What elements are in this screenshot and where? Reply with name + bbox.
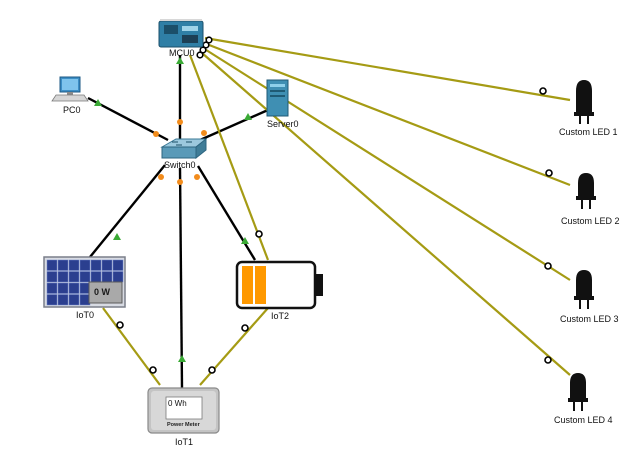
battery-device[interactable]: IoT2 [235, 260, 323, 321]
link-pending-dot [194, 174, 200, 180]
battery-label: IoT2 [271, 311, 289, 321]
solar-panel-device[interactable]: 0 W IoT0 [43, 256, 126, 320]
solar-cell [68, 259, 80, 271]
cable-mcu-led2[interactable] [203, 41, 571, 187]
pc-device[interactable]: PC0 [51, 76, 89, 115]
solar-cell [46, 259, 58, 271]
cable-mcu-led4[interactable] [201, 52, 571, 376]
connector-ring [149, 366, 157, 374]
link-pending-dot [201, 130, 207, 136]
switch-device[interactable]: Switch0 [160, 137, 208, 170]
led-1[interactable]: Custom LED 1 [559, 80, 618, 137]
connector-ring [544, 262, 552, 270]
connector-ring [208, 366, 216, 374]
solar-cell [68, 271, 80, 283]
connector-ring [539, 87, 547, 95]
server-label: Server0 [267, 119, 299, 129]
link-switch-iot1[interactable] [178, 167, 184, 389]
solar-cell [57, 294, 69, 306]
connector-ring [241, 324, 249, 332]
led-4[interactable]: Custom LED 4 [554, 373, 613, 425]
mcu-label: MCU0 [169, 48, 195, 58]
solar-cell [101, 271, 113, 283]
solar-cell-grid [46, 259, 124, 306]
connector-ring [196, 51, 204, 59]
connector-ring [545, 169, 553, 177]
connector-ring [255, 230, 263, 238]
meter-reading: 0 Wh [168, 399, 187, 408]
switch-label: Switch0 [164, 160, 196, 170]
solar-cell [57, 271, 69, 283]
solar-cell [112, 259, 124, 271]
pc-label: PC0 [63, 105, 81, 115]
connector-ring [116, 321, 124, 329]
meter-brand: Power Meter [167, 422, 201, 428]
solar-cell [79, 271, 91, 283]
led-3-label: Custom LED 3 [560, 314, 619, 324]
solar-label: IoT0 [76, 310, 94, 320]
server-device[interactable]: Server0 [266, 79, 299, 129]
iot-cables [102, 36, 571, 386]
cable-mcu-iot2[interactable] [188, 54, 270, 261]
cable-mcu-led1[interactable] [204, 36, 571, 102]
link-pending-dot [177, 179, 183, 185]
cable-mcu-led3[interactable] [202, 47, 571, 281]
solar-cell [90, 259, 102, 271]
solar-cell [46, 271, 58, 283]
solar-cell [90, 271, 102, 283]
solar-cell [112, 271, 124, 283]
led-3[interactable]: Custom LED 3 [560, 270, 619, 324]
connector-ring [544, 356, 552, 364]
meter-label: IoT1 [175, 437, 193, 447]
solar-reading: 0 W [94, 287, 111, 297]
link-status-up [94, 57, 252, 362]
link-server-switch[interactable] [199, 108, 269, 142]
solar-cell [57, 259, 69, 271]
solar-cell [101, 259, 113, 271]
link-up-triangle [113, 233, 121, 240]
link-pending-dot [158, 174, 164, 180]
link-up-triangle [241, 237, 249, 244]
solar-cell [46, 294, 58, 306]
led-4-label: Custom LED 4 [554, 415, 613, 425]
link-switch-iot0[interactable] [89, 164, 166, 258]
power-meter-device[interactable]: 0 Wh Power Meter IoT1 [147, 387, 220, 447]
led-1-label: Custom LED 1 [559, 127, 618, 137]
link-pending-dot [177, 119, 183, 125]
led-2-label: Custom LED 2 [561, 216, 620, 226]
solar-cell [46, 282, 58, 294]
link-pending-dot [153, 131, 159, 137]
cable-iot2-iot1[interactable] [199, 307, 269, 386]
link-up-triangle [244, 113, 252, 120]
connector-ring [199, 46, 207, 54]
led-2[interactable]: Custom LED 2 [561, 173, 620, 226]
link-status-pending [153, 119, 207, 185]
link-up-triangle [178, 355, 186, 362]
connector-ring [205, 36, 213, 44]
solar-cell [68, 282, 80, 294]
solar-cell [68, 294, 80, 306]
link-up-triangle [176, 57, 184, 64]
link-up-triangle [94, 99, 102, 106]
mcu-device[interactable]: MCU0 [158, 19, 204, 58]
solar-cell [79, 259, 91, 271]
solar-cell [57, 282, 69, 294]
link-switch-iot2[interactable] [196, 165, 257, 261]
